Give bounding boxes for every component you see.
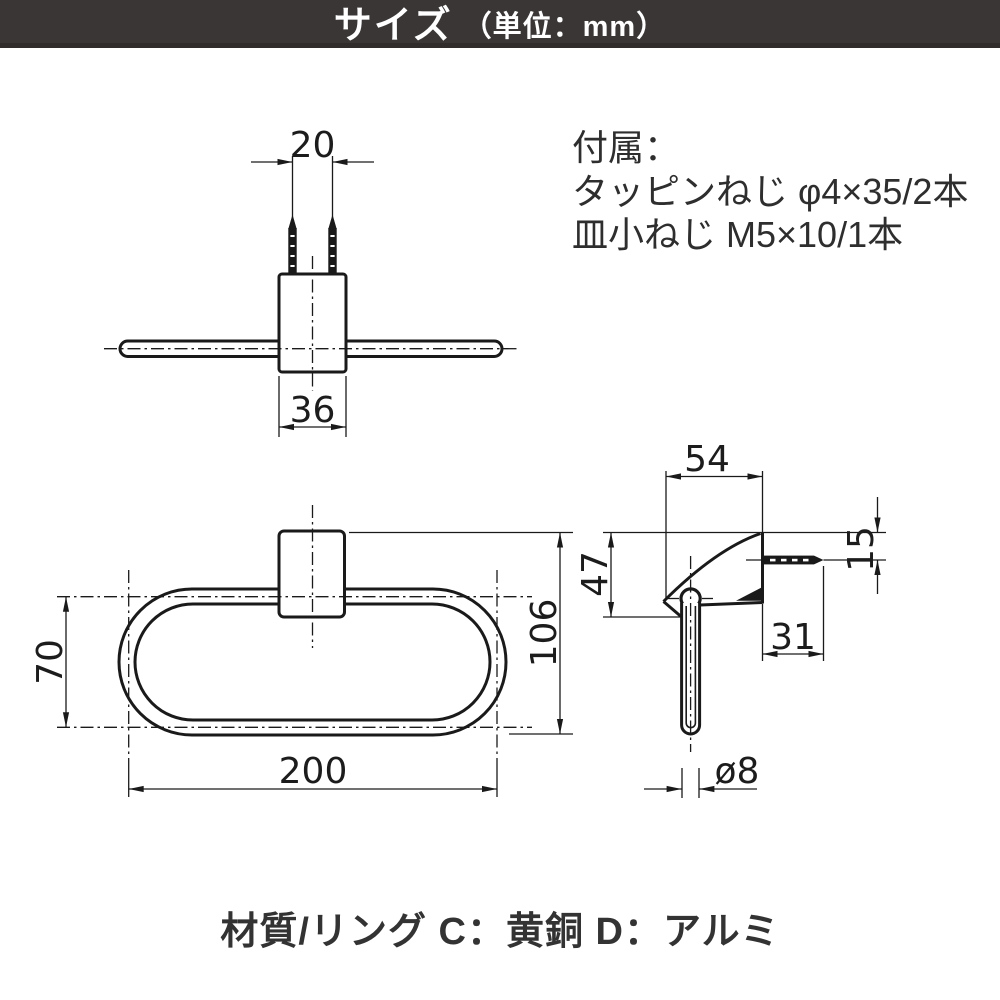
note-line-tapping-screw: タッピンねじ φ4×35/2本	[572, 170, 969, 212]
size-banner: サイズ （単位：mm）	[0, 0, 1000, 48]
side-view: 54 15 31	[575, 439, 886, 798]
bracket-curve	[662, 532, 761, 603]
tapping-screw-right	[328, 214, 337, 275]
dim-bracket-drop: 47	[575, 551, 616, 597]
bracket-wedge	[736, 587, 763, 601]
front-view: 70 200 106	[30, 505, 573, 797]
dim-ring-inner-height: 70	[30, 639, 71, 685]
dim-pin-spacing: 20	[290, 125, 336, 166]
top-view: 20 36	[104, 125, 517, 437]
note-line-heading: 付属：	[572, 127, 681, 168]
dim-screw-projection: 31	[770, 617, 816, 658]
banner-unit-subtitle: （単位：mm）	[462, 10, 667, 43]
included-parts-note: 付属： タッピンねじ φ4×35/2本 皿小ねじ M5×10/1本	[572, 126, 968, 257]
dim-overall-height: 106	[524, 599, 565, 668]
dim-base-width: 36	[290, 390, 336, 431]
bracket-lower-right-edge	[699, 601, 763, 607]
note-line-machine-screw: 皿小ねじ M5×10/1本	[572, 214, 904, 255]
mount-block-front-view	[277, 529, 346, 619]
dim-bracket-depth: 54	[684, 439, 730, 480]
dim-screw-offset: 15	[841, 526, 882, 572]
bracket-lower-left-edge	[662, 600, 682, 618]
wall-screw	[746, 555, 824, 565]
tapping-screw-left	[288, 214, 297, 275]
material-note: 材質/リング C：黄銅 D：アルミ	[220, 911, 780, 953]
dim-tube-diameter: ø8	[715, 751, 760, 792]
dim-ring-width: 200	[279, 751, 348, 792]
banner-title: サイズ	[333, 5, 453, 47]
